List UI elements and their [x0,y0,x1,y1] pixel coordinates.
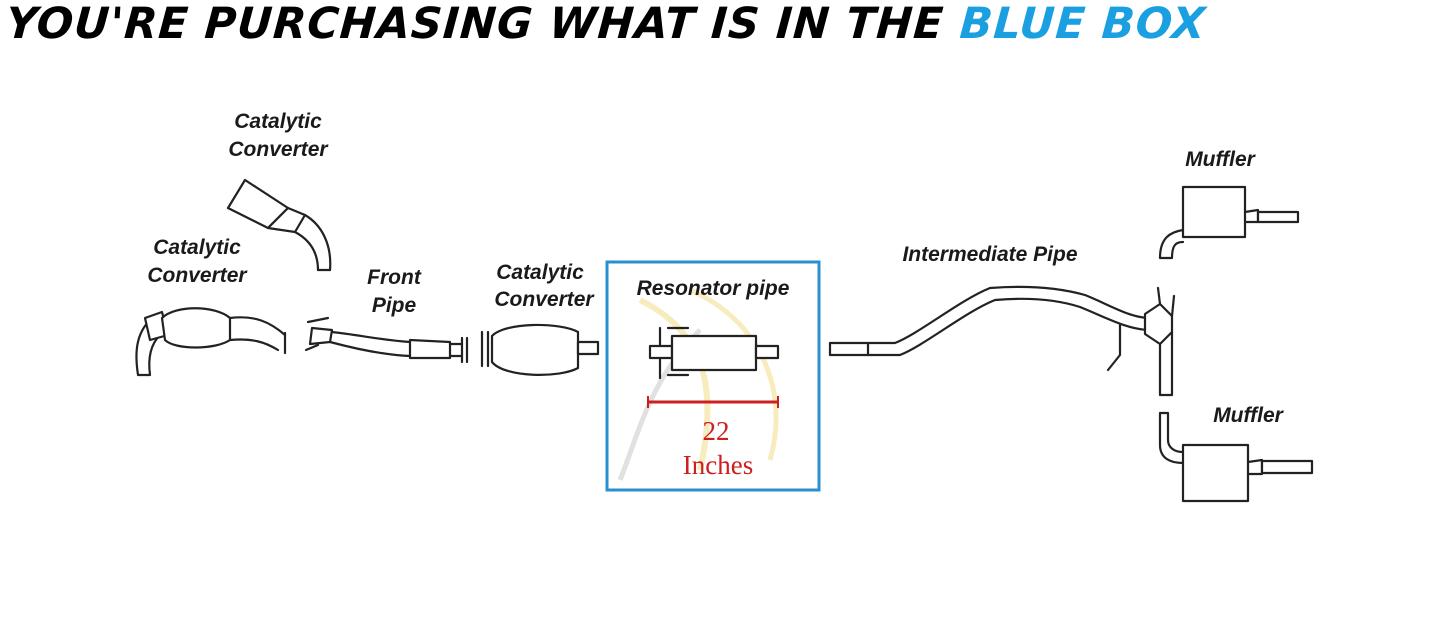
muffler-bottom [1158,411,1314,503]
label-muffler-bottom: Muffler [1213,404,1284,427]
label-front-pipe-1: Front [367,266,422,289]
label-cat-converter-mid-2: Converter [494,288,595,311]
label-cat-converter-left-2: Converter [147,264,248,287]
catalytic-converter-top [226,178,332,272]
catalytic-converter-middle [480,323,600,376]
label-cat-converter-left-1: Catalytic [153,236,241,259]
measurement-line [647,396,779,408]
label-intermediate-pipe: Intermediate Pipe [902,243,1077,266]
label-cat-converter-top-1: Catalytic [234,110,322,133]
label-muffler-top: Muffler [1185,148,1256,171]
label-cat-converter-top-2: Converter [228,138,329,161]
measurement-value: 22 [703,416,730,446]
measurement-unit: Inches [683,450,753,480]
catalytic-converter-left [135,307,287,377]
label-resonator-pipe: Resonator pipe [637,277,790,300]
front-pipe [304,316,469,364]
label-front-pipe-2: Pipe [372,294,417,317]
muffler-top [1158,185,1300,260]
resonator-pipe [648,326,780,380]
intermediate-pipe [828,285,1176,397]
label-cat-converter-mid-1: Catalytic [496,261,584,284]
